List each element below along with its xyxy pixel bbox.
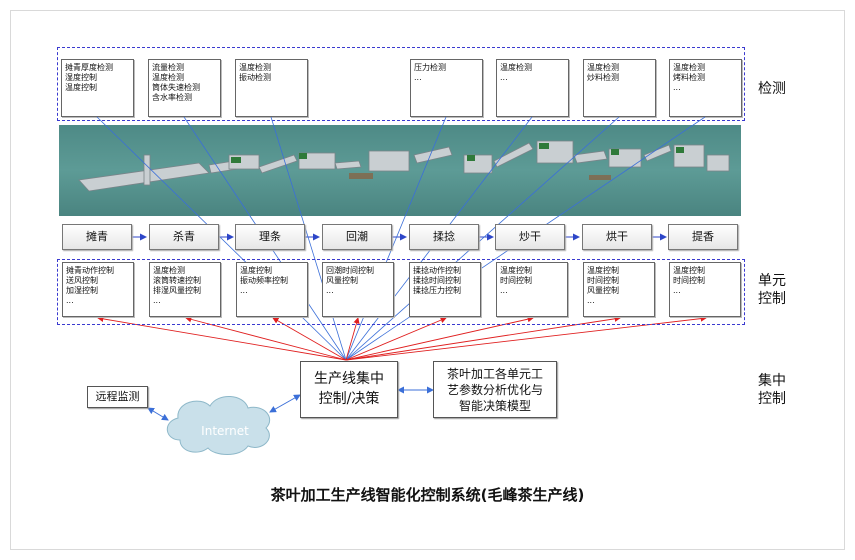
unit-control-label: 单元 控制 [758,273,786,307]
unit-note-4: 回潮时间控制 风量控制 ... [322,262,394,317]
detect-note-7: 温度检测 烤料检测 ... [669,59,742,117]
internet-cloud [166,396,271,455]
detect-note-4: 压力检测 ... [410,59,483,117]
control-arrows [97,315,707,361]
unit-note-6: 温度控制 时间控制 ... [496,262,568,317]
unit-note-5: 揉捻动作控制 揉捻时间控制 揉捻压力控制 [409,262,481,317]
stage-pan-drying: 炒干 [495,224,565,250]
unit-note-7: 温度控制 时间控制 风量控制 ... [583,262,655,317]
detect-label: 检测 [758,81,786,97]
unit-note-8: 温度控制 时间控制 ... [669,262,741,317]
detect-band [57,47,745,121]
stage-spreading: 摊青 [62,224,132,250]
detect-note-1: 摊青厚度检测 湿度控制 温度控制 [61,59,134,117]
decision-model-box: 茶叶加工各单元工 艺参数分析优化与 智能决策模型 [433,361,557,418]
detect-note-3: 温度检测 振动检测 [235,59,308,117]
remote-monitor-box: 远程监测 [87,386,148,408]
unit-note-1: 摊青动作控制 送风控制 加湿控制 ... [62,262,134,317]
unit-note-3: 温度控制 振动频率控制 ... [236,262,308,317]
central-connections [147,386,434,421]
stage-rolling: 揉捻 [409,224,479,250]
unit-note-2: 温度检测 滚筒转速控制 排湿风量控制 ... [149,262,221,317]
stage-shaping: 理条 [235,224,305,250]
detect-note-2: 流量检测 温度检测 筒体失速检测 含水率检测 [148,59,221,117]
detect-note-5: 温度检测 ... [496,59,569,117]
figure-title: 茶叶加工生产线智能化控制系统(毛峰茶生产线) [270,486,585,504]
stage-fixing: 杀青 [149,224,219,250]
detect-note-6: 温度检测 炒料检测 [583,59,656,117]
stage-baking: 烘干 [582,224,652,250]
unit-control-band [57,259,745,325]
internet-label: Internet [201,424,249,438]
production-line-image [59,125,741,216]
central-decision-box: 生产线集中 控制/决策 [300,361,398,418]
central-control-label: 集中 控制 [758,373,786,407]
stage-aroma: 提香 [668,224,738,250]
stage-moistening: 回潮 [322,224,392,250]
production-line-drawing [78,140,730,192]
